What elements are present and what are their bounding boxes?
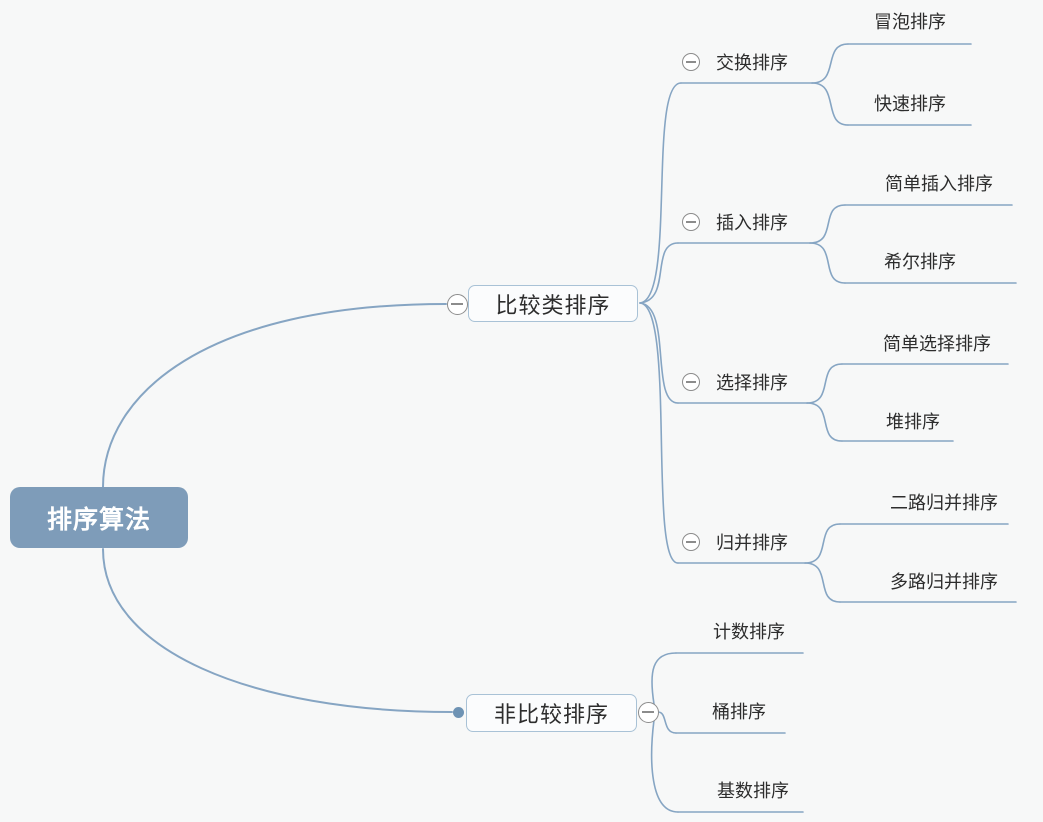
edge-root-to-comparison-sort — [102, 303, 447, 488]
edge-comparison-to-merge-sort — [639, 302, 679, 564]
edge-selection-to-heap-sort — [806, 402, 843, 442]
edge-comparison-to-insertion-sort — [639, 242, 679, 304]
node-merge-sort[interactable]: 归并排序 — [716, 533, 788, 553]
collapse-minus-icon-non-comparison-sort[interactable] — [637, 701, 659, 723]
edge-non-comparison-to-radix-sort — [650, 719, 679, 813]
edge-merge-to-multi-way-merge-sort — [804, 562, 841, 603]
node-simple-selection-sort[interactable]: 简单选择排序 — [883, 334, 991, 354]
node-two-way-merge-sort[interactable]: 二路归并排序 — [890, 493, 998, 513]
node-multi-way-merge-sort[interactable]: 多路归并排序 — [890, 572, 998, 592]
edge-exchange-to-bubble-sort — [811, 43, 849, 84]
node-quick-sort[interactable]: 快速排序 — [874, 94, 946, 114]
edge-exchange-to-quick-sort — [811, 82, 849, 126]
edge-selection-to-simple-selection-sort — [806, 363, 843, 404]
collapse-minus-icon-selection-sort[interactable] — [682, 373, 700, 391]
node-simple-insertion-sort[interactable]: 简单插入排序 — [885, 174, 993, 194]
connection-dot-icon — [452, 706, 464, 718]
node-comparison-sort-label: 比较类排序 — [495, 292, 611, 318]
collapse-minus-icon-merge-sort[interactable] — [682, 533, 700, 551]
node-bubble-sort[interactable]: 冒泡排序 — [874, 12, 946, 32]
node-sorting-algorithms-label: 排序算法 — [46, 505, 151, 534]
collapse-minus-icon-comparison-sort[interactable] — [446, 293, 468, 315]
edge-non-comparison-to-bucket-sort — [657, 711, 677, 734]
collapse-minus-icon-exchange-sort[interactable] — [682, 53, 700, 71]
node-non-comparison-sort-label: 非比较排序 — [493, 702, 609, 727]
node-sorting-algorithms[interactable]: 排序算法 — [10, 487, 188, 548]
node-insertion-sort[interactable]: 插入排序 — [716, 213, 788, 233]
edge-comparison-to-selection-sort — [639, 302, 679, 404]
node-heap-sort[interactable]: 堆排序 — [886, 412, 940, 432]
collapse-minus-icon-insertion-sort[interactable] — [682, 213, 700, 231]
edge-root-to-non-comparison-sort — [102, 548, 453, 713]
node-exchange-sort[interactable]: 交换排序 — [716, 53, 788, 73]
node-non-comparison-sort[interactable]: 非比较排序 — [466, 694, 637, 732]
node-bucket-sort[interactable]: 桶排序 — [712, 702, 766, 722]
edge-merge-to-two-way-merge-sort — [804, 523, 841, 564]
edge-non-comparison-to-counting-sort — [651, 652, 677, 705]
edge-insertion-to-shell-sort — [809, 242, 846, 284]
node-shell-sort[interactable]: 希尔排序 — [884, 252, 956, 272]
node-radix-sort[interactable]: 基数排序 — [717, 781, 789, 801]
node-comparison-sort[interactable]: 比较类排序 — [468, 285, 638, 322]
edge-comparison-to-exchange-sort — [639, 82, 682, 304]
node-counting-sort[interactable]: 计数排序 — [713, 622, 785, 642]
edge-insertion-to-simple-insertion-sort — [809, 204, 846, 244]
node-selection-sort[interactable]: 选择排序 — [716, 373, 788, 393]
